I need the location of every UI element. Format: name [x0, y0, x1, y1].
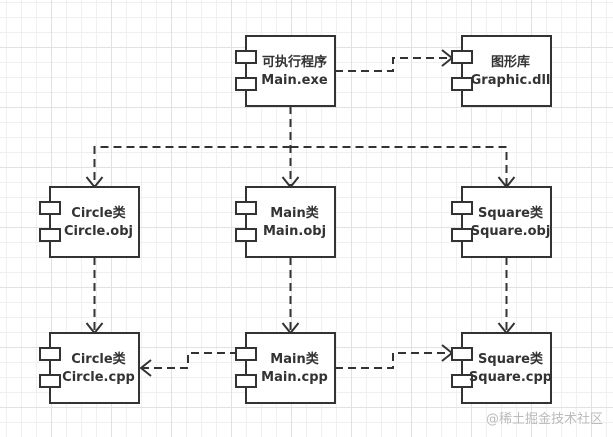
component-port-icon [452, 202, 472, 214]
component-file: Square.obj [471, 224, 551, 239]
component-port-icon [452, 78, 472, 90]
component-circle-cpp[interactable]: Circle类 Circle.cpp [40, 333, 139, 403]
component-file: Circle.cpp [62, 370, 135, 385]
component-body [246, 187, 335, 257]
component-graphic-dll[interactable]: 图形库 Graphic.dll [452, 36, 551, 106]
component-name: Circle类 [71, 351, 126, 367]
component-body [246, 36, 335, 106]
component-port-icon [236, 348, 256, 360]
component-main-cpp[interactable]: Main类 Main.cpp [236, 333, 335, 403]
component-body [462, 333, 551, 403]
component-body [462, 187, 551, 257]
component-port-icon [40, 229, 60, 241]
component-port-icon [236, 202, 256, 214]
component-file: Main.exe [261, 73, 328, 88]
component-file: Circle.obj [64, 224, 133, 239]
component-file: Main.obj [263, 224, 326, 239]
component-body [50, 187, 139, 257]
component-file: Square.cpp [469, 370, 552, 385]
component-circle-obj[interactable]: Circle类 Circle.obj [40, 187, 139, 257]
component-file: Main.cpp [261, 370, 328, 385]
component-port-icon [452, 348, 472, 360]
dependency-main-exe-to-circle-obj [95, 147, 291, 187]
component-name: Square类 [478, 205, 544, 221]
component-name: 图形库 [491, 54, 530, 70]
component-port-icon [40, 348, 60, 360]
component-name: Main类 [270, 205, 319, 221]
component-main-obj[interactable]: Main类 Main.obj [236, 187, 335, 257]
component-body [246, 333, 335, 403]
component-port-icon [40, 375, 60, 387]
component-port-icon [236, 78, 256, 90]
component-port-icon [40, 202, 60, 214]
component-port-icon [452, 229, 472, 241]
component-body [50, 333, 139, 403]
component-main-exe[interactable]: 可执行程序 Main.exe [236, 36, 335, 106]
component-port-icon [236, 229, 256, 241]
component-port-icon [236, 375, 256, 387]
component-name: Main类 [270, 351, 319, 367]
component-square-obj[interactable]: Square类 Square.obj [452, 187, 551, 257]
component-name: Square类 [478, 351, 544, 367]
component-file: Graphic.dll [471, 73, 551, 88]
component-square-cpp[interactable]: Square类 Square.cpp [452, 333, 552, 403]
component-port-icon [236, 51, 256, 63]
dependency-main-exe-to-graphic-dll [335, 58, 452, 71]
dependency-main-cpp-to-square-cpp [335, 353, 452, 368]
component-name: 可执行程序 [262, 54, 327, 70]
component-name: Circle类 [71, 205, 126, 221]
component-body [462, 36, 551, 106]
dependency-main-cpp-to-circle-cpp [141, 353, 238, 368]
component-port-icon [452, 51, 472, 63]
dependency-main-exe-to-square-obj [291, 147, 507, 187]
watermark: @稀土掘金技术社区 [486, 408, 603, 427]
